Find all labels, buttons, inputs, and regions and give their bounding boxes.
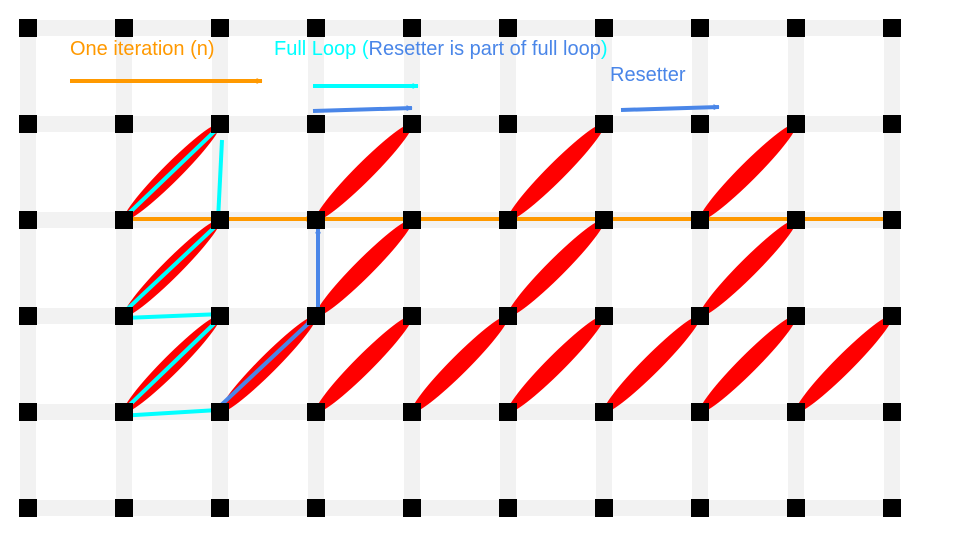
diagonal-ellipse <box>411 315 509 413</box>
grid-nodes <box>19 19 901 517</box>
grid-node <box>211 115 229 133</box>
grid-node <box>403 307 421 325</box>
grid-node <box>595 307 613 325</box>
grid-node <box>595 211 613 229</box>
full-loop-arrow <box>120 222 220 316</box>
full-loop-close: ) <box>600 38 608 60</box>
grid-node <box>499 115 517 133</box>
diagonal-ellipse <box>507 123 605 221</box>
diagonal-ellipse <box>315 123 413 221</box>
grid-node <box>115 115 133 133</box>
grid-node <box>115 499 133 517</box>
grid-node <box>307 307 325 325</box>
grid-node <box>595 403 613 421</box>
grid-node <box>691 19 709 37</box>
grid-node <box>403 19 421 37</box>
resetter-arrows <box>216 104 720 410</box>
grid-node <box>19 499 37 517</box>
grid-node <box>883 19 901 37</box>
grid-node <box>787 115 805 133</box>
grid-node <box>19 211 37 229</box>
grid-node <box>403 211 421 229</box>
grid-node <box>883 211 901 229</box>
grid-node <box>595 115 613 133</box>
grid-node <box>19 115 37 133</box>
diagonal-ellipse <box>699 219 797 317</box>
legend-resetter-arrow <box>620 104 720 112</box>
grid-node <box>211 211 229 229</box>
grid-node <box>115 211 133 229</box>
full-loop-text: Full Loop ( <box>274 38 369 60</box>
grid-node <box>883 307 901 325</box>
grid-node <box>403 403 421 421</box>
grid-node <box>691 499 709 517</box>
grid-node <box>787 211 805 229</box>
grid-node <box>883 499 901 517</box>
diagonal-ellipse <box>699 315 797 413</box>
grid-lines <box>20 20 900 516</box>
grid-node <box>691 403 709 421</box>
diagonal-ellipse <box>315 315 413 413</box>
grid-node <box>307 403 325 421</box>
diagonal-ellipse <box>315 219 413 317</box>
full-loop-arrows <box>116 83 419 418</box>
grid-node <box>883 403 901 421</box>
legend-full-loop-label: Full Loop (Resetter is part of full loop… <box>274 39 608 59</box>
grid-node <box>499 499 517 517</box>
grid-node <box>307 211 325 229</box>
grid-node <box>691 115 709 133</box>
grid-node <box>595 499 613 517</box>
grid-node <box>787 307 805 325</box>
grid-node <box>115 19 133 37</box>
resetter-arrow <box>216 318 314 410</box>
full-loop-arrow <box>116 318 220 418</box>
diagonal-ellipse <box>699 123 797 221</box>
grid-node <box>595 19 613 37</box>
grid-node <box>691 307 709 325</box>
grid-node <box>115 307 133 325</box>
grid-node <box>787 499 805 517</box>
grid-node <box>115 403 133 421</box>
grid-node <box>499 211 517 229</box>
grid-node <box>211 307 229 325</box>
grid-node <box>499 19 517 37</box>
grid-node <box>211 403 229 421</box>
grid-node <box>19 403 37 421</box>
full-loop-arrow <box>215 139 224 221</box>
grid-node <box>307 115 325 133</box>
grid-node <box>499 403 517 421</box>
grid-node <box>403 115 421 133</box>
grid-node <box>403 499 421 517</box>
full-loop-arrow <box>124 126 220 218</box>
full-loop-arrow <box>117 407 219 418</box>
legend-resetter-label: Resetter <box>610 64 686 86</box>
grid-node <box>787 403 805 421</box>
legend-iteration-label: One iteration (n) <box>70 38 215 60</box>
grid-node <box>19 307 37 325</box>
full-loop-arrow <box>123 311 223 320</box>
legend-resetter-inline-arrow <box>312 105 413 113</box>
grid-node <box>787 19 805 37</box>
diagonal-ellipse <box>795 315 893 413</box>
grid-node <box>307 19 325 37</box>
grid-node <box>691 211 709 229</box>
diagonal-ellipse <box>507 219 605 317</box>
grid-node <box>211 19 229 37</box>
grid-node <box>211 499 229 517</box>
grid-node <box>499 307 517 325</box>
grid-node <box>307 499 325 517</box>
diagonal-ellipse <box>603 315 701 413</box>
grid-node <box>19 19 37 37</box>
grid-node <box>883 115 901 133</box>
diagonal-ellipse <box>507 315 605 413</box>
resetter-inline-text: Resetter is part of full loop <box>368 38 601 60</box>
